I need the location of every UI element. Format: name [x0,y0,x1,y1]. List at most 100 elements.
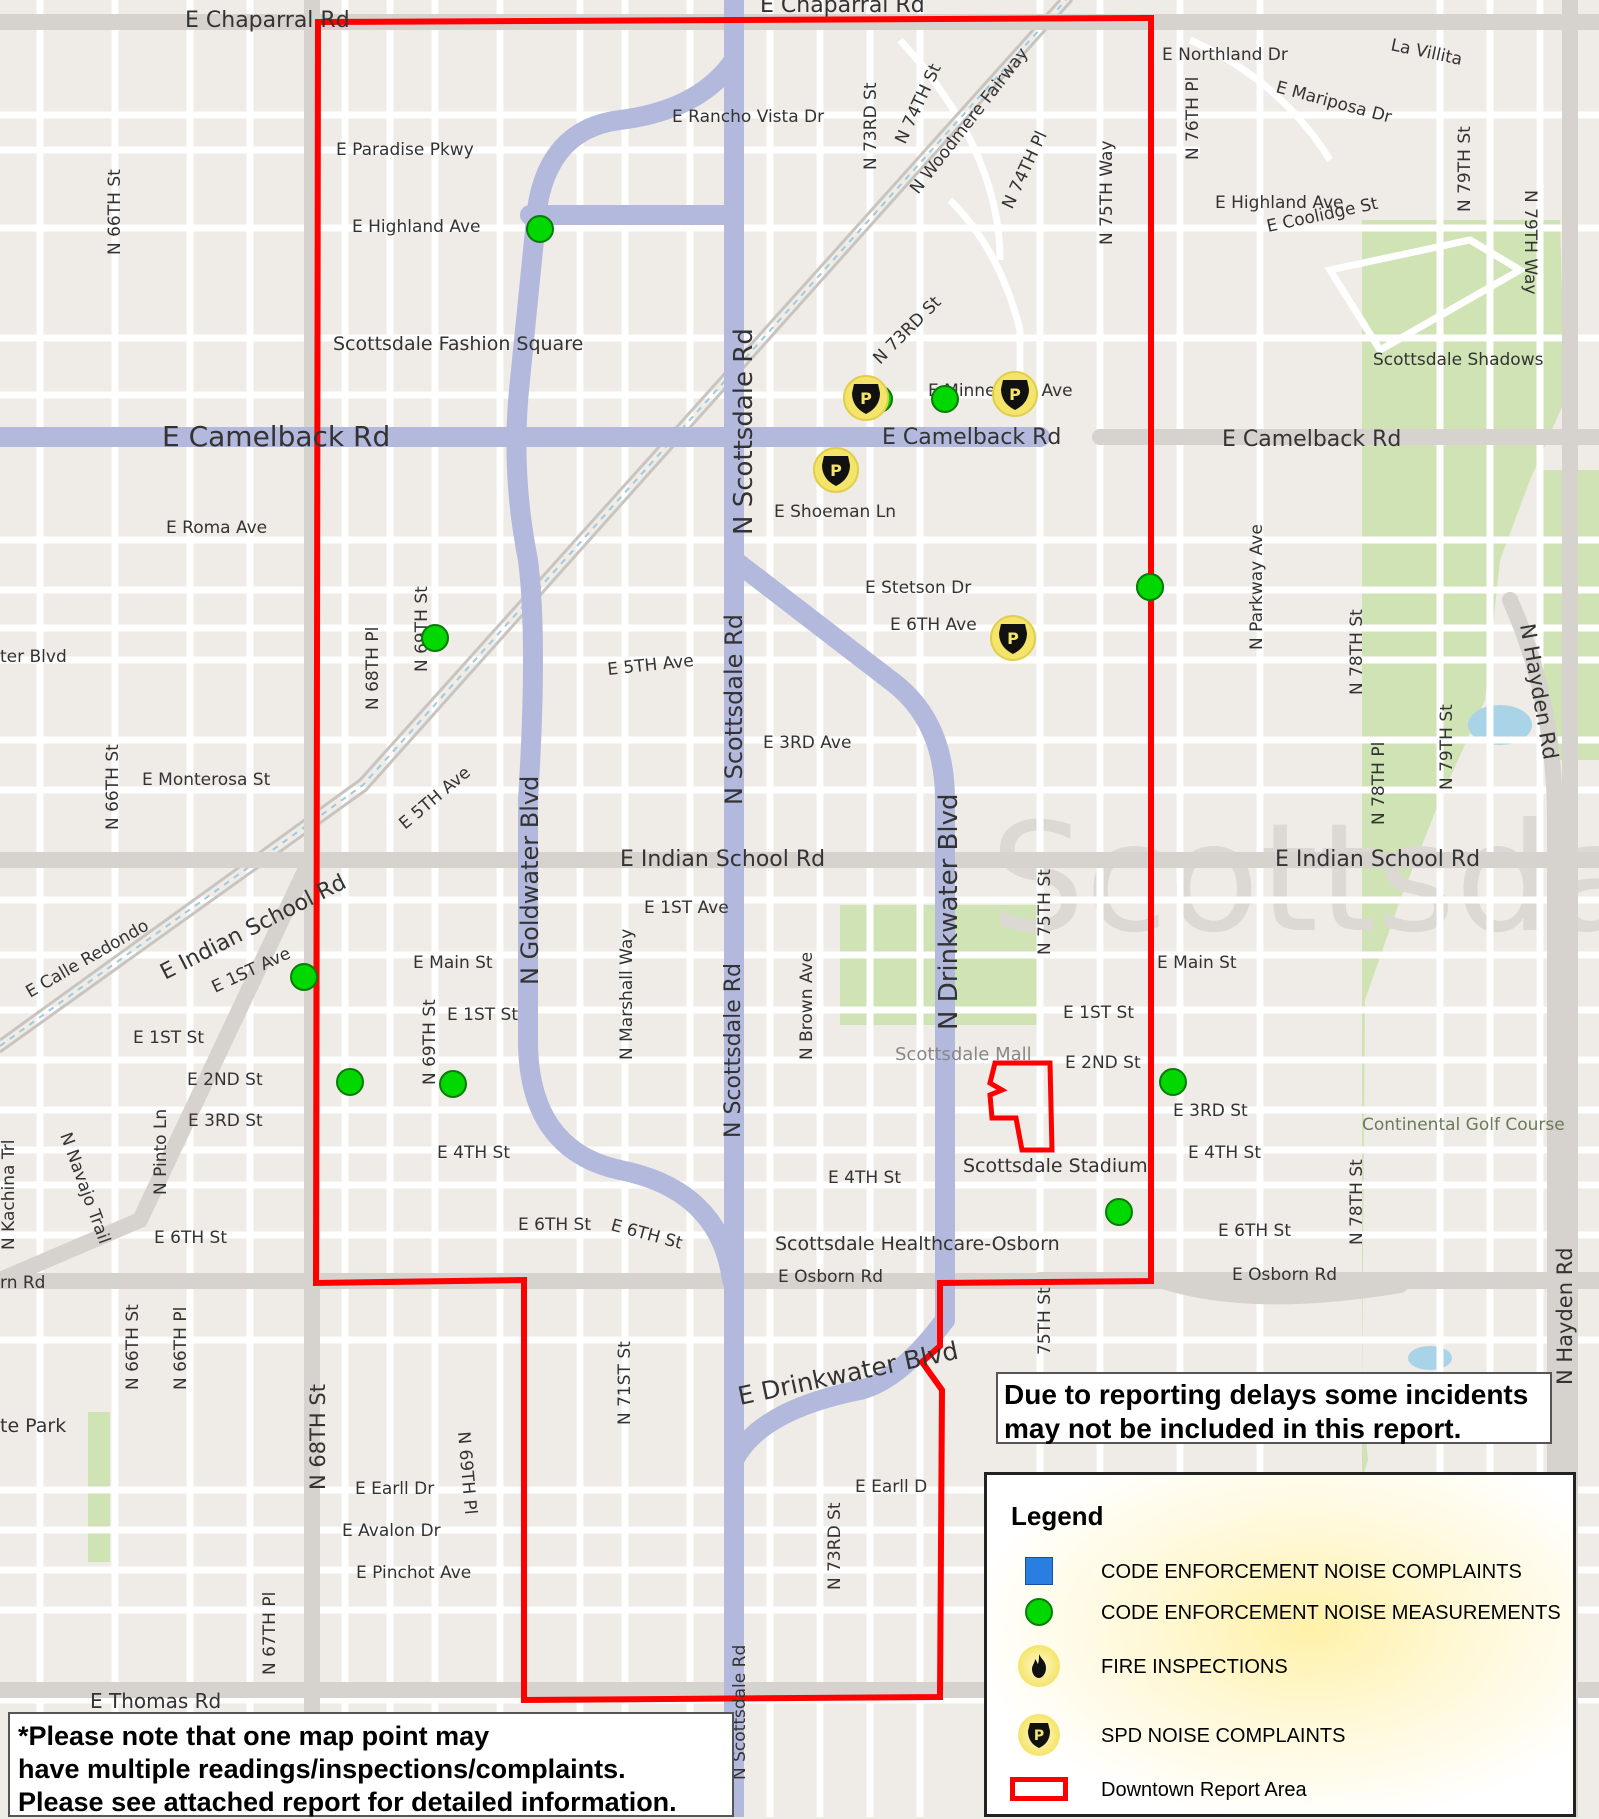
label-fourth-st-e: E 4TH St [1188,1143,1261,1163]
label-pinchot: E Pinchot Ave [356,1563,471,1583]
police-badge-icon: P [1018,1714,1060,1756]
map-point-note: *Please note that one map point may have… [8,1712,734,1817]
label-first-ave-mid: E 1ST Ave [644,898,729,918]
police-badge-icon: P [843,375,889,421]
label-n75th-way: N 75TH Way [1097,140,1117,245]
noise-measurement-marker [1105,1198,1133,1226]
map-point-note-line1: *Please note that one map point may [18,1721,490,1751]
label-n-parkway: N Parkway Ave [1247,524,1267,650]
legend-label-fire: FIRE INSPECTIONS [1101,1656,1288,1678]
label-n66th-low: N 66TH St [123,1304,143,1390]
watermark-text: Scottsdale [990,792,1599,966]
label-osborn-w: rn Rd [0,1273,45,1293]
label-third-ave: E 3RD Ave [763,733,851,753]
legend-row-spd: P SPD NOISE COMPLAINTS [1007,1714,1567,1756]
label-thomas: E Thomas Rd [90,1689,221,1713]
noise-measurement-marker [290,963,318,991]
label-camelback-w: E Camelback Rd [162,420,390,453]
label-n75th-st-a: N 75TH St [1035,869,1055,955]
label-earll-e: E Earll D [855,1477,927,1497]
legend-label-report-area: Downtown Report Area [1101,1779,1307,1801]
label-marshall: N Marshall Way [617,929,637,1060]
label-n78th-st-low: N 78TH St [1347,1159,1367,1245]
label-n-pinto: N Pinto Ln [151,1109,171,1195]
label-n79th-st-top: N 79TH St [1455,126,1475,212]
legend-label-measurements: CODE ENFORCEMENT NOISE MEASUREMENTS [1101,1602,1561,1624]
svg-text:P: P [1007,629,1019,648]
legend-label-spd: SPD NOISE COMPLAINTS [1101,1725,1346,1747]
label-n79th-st-b: N 79TH St [1437,704,1457,790]
noise-measurement-marker [336,1068,364,1096]
noise-measurement-marker [439,1070,467,1098]
label-n71st: N 71ST St [615,1341,635,1425]
label-paradise: E Paradise Pkwy [336,140,474,160]
label-fourth-st-w: E 4TH St [437,1143,510,1163]
label-monterosa: E Monterosa St [142,770,271,790]
label-n73rd-low: N 73RD St [825,1502,845,1590]
legend-title: Legend [1011,1501,1104,1531]
label-second-st-e: E 2ND St [1065,1053,1141,1073]
police-badge-icon: P [813,447,859,493]
label-chaparral-e: E Chaparral Rd [760,0,925,18]
label-camelback-mid: E Camelback Rd [882,425,1061,450]
label-n78th-st-a: N 78TH St [1347,609,1367,695]
label-northland: E Northland Dr [1162,45,1288,65]
label-sixth-st-w: E 6TH St [154,1228,227,1248]
legend-row-report-area: Downtown Report Area [1007,1769,1567,1809]
label-n-kachina: N Kachina Trl [0,1140,19,1250]
label-n-scottsdale-low: N Scottsdale Rd [721,963,746,1138]
svg-text:P: P [830,461,842,480]
svg-text:P: P [1034,1728,1044,1744]
label-n69th-st-b: N 69TH St [420,999,440,1085]
legend-row-complaints: CODE ENFORCEMENT NOISE COMPLAINTS [1007,1551,1567,1591]
label-n75th-st-low: 75TH St [1035,1287,1055,1355]
label-n76th-pl: N 76TH Pl [1183,77,1203,160]
label-fashion-square: Scottsdale Fashion Square [333,333,583,355]
police-badge-icon: P [992,371,1038,417]
label-osborn-mid: E Osborn Rd [778,1267,883,1287]
label-continental-golf: Continental Golf Course [1362,1115,1565,1135]
label-scottsdale-stadium: Scottsdale Stadium [963,1155,1148,1177]
fire-badge-icon [1018,1645,1060,1687]
red-outline-icon [1010,1777,1068,1801]
map-point-note-line3: Please see attached report for detailed … [18,1787,677,1817]
label-roma: E Roma Ave [166,518,267,538]
label-n67th-pl: N 67TH Pl [260,1592,280,1675]
label-indian-school-e: E Indian School Rd [1275,847,1480,872]
label-first-st-w: E 1ST St [133,1028,204,1048]
label-goldwater: N Goldwater Blvd [516,776,544,985]
noise-measurement-marker [1159,1068,1187,1096]
blue-square-icon [1025,1557,1053,1585]
label-sixth-st-mid1: E 6TH St [518,1215,591,1235]
label-scottsdale-shadows: Scottsdale Shadows [1373,350,1544,370]
noise-measurement-marker [931,385,959,413]
label-n73rd-top: N 73RD St [861,82,881,170]
label-drinkwater: N Drinkwater Blvd [934,794,964,1030]
stadium-report-outline [987,1060,1055,1153]
label-earll-w: E Earll Dr [355,1479,434,1499]
legend-label-complaints: CODE ENFORCEMENT NOISE COMPLAINTS [1101,1561,1522,1583]
label-main-st-w: E Main St [413,953,493,973]
police-badge-icon: P [990,615,1036,661]
legend-row-fire: FIRE INSPECTIONS [1007,1645,1567,1687]
label-highland-w: E Highland Ave [352,217,480,237]
label-sixth-st-e: E 6TH St [1218,1221,1291,1241]
green-dot-icon [1025,1598,1053,1626]
reporting-delay-note: Due to reporting delays some incidents m… [996,1372,1552,1444]
major-blue-roads [0,0,1050,1817]
label-camelback-e: E Camelback Rd [1222,427,1401,452]
label-first-st-e: E 1ST St [1063,1003,1134,1023]
downtown-report-area-outline [312,14,1154,1704]
noise-measurement-marker [1136,573,1164,601]
noise-measurement-marker [526,215,554,243]
label-n69th-st-a: N 69TH St [412,586,432,672]
label-second-st-w: E 2ND St [187,1070,263,1090]
label-n68th-st-btm: N 68TH St [306,1384,330,1490]
label-n-hayden-low: N Hayden Rd [1553,1247,1577,1385]
map-point-note-line2: have multiple readings/inspections/compl… [18,1754,626,1784]
label-rancho-vista: E Rancho Vista Dr [672,107,824,127]
label-avalon: E Avalon Dr [342,1521,441,1541]
label-n79th-way: N 79TH Way [1520,190,1540,295]
label-shoeman: E Shoeman Ln [774,502,896,522]
